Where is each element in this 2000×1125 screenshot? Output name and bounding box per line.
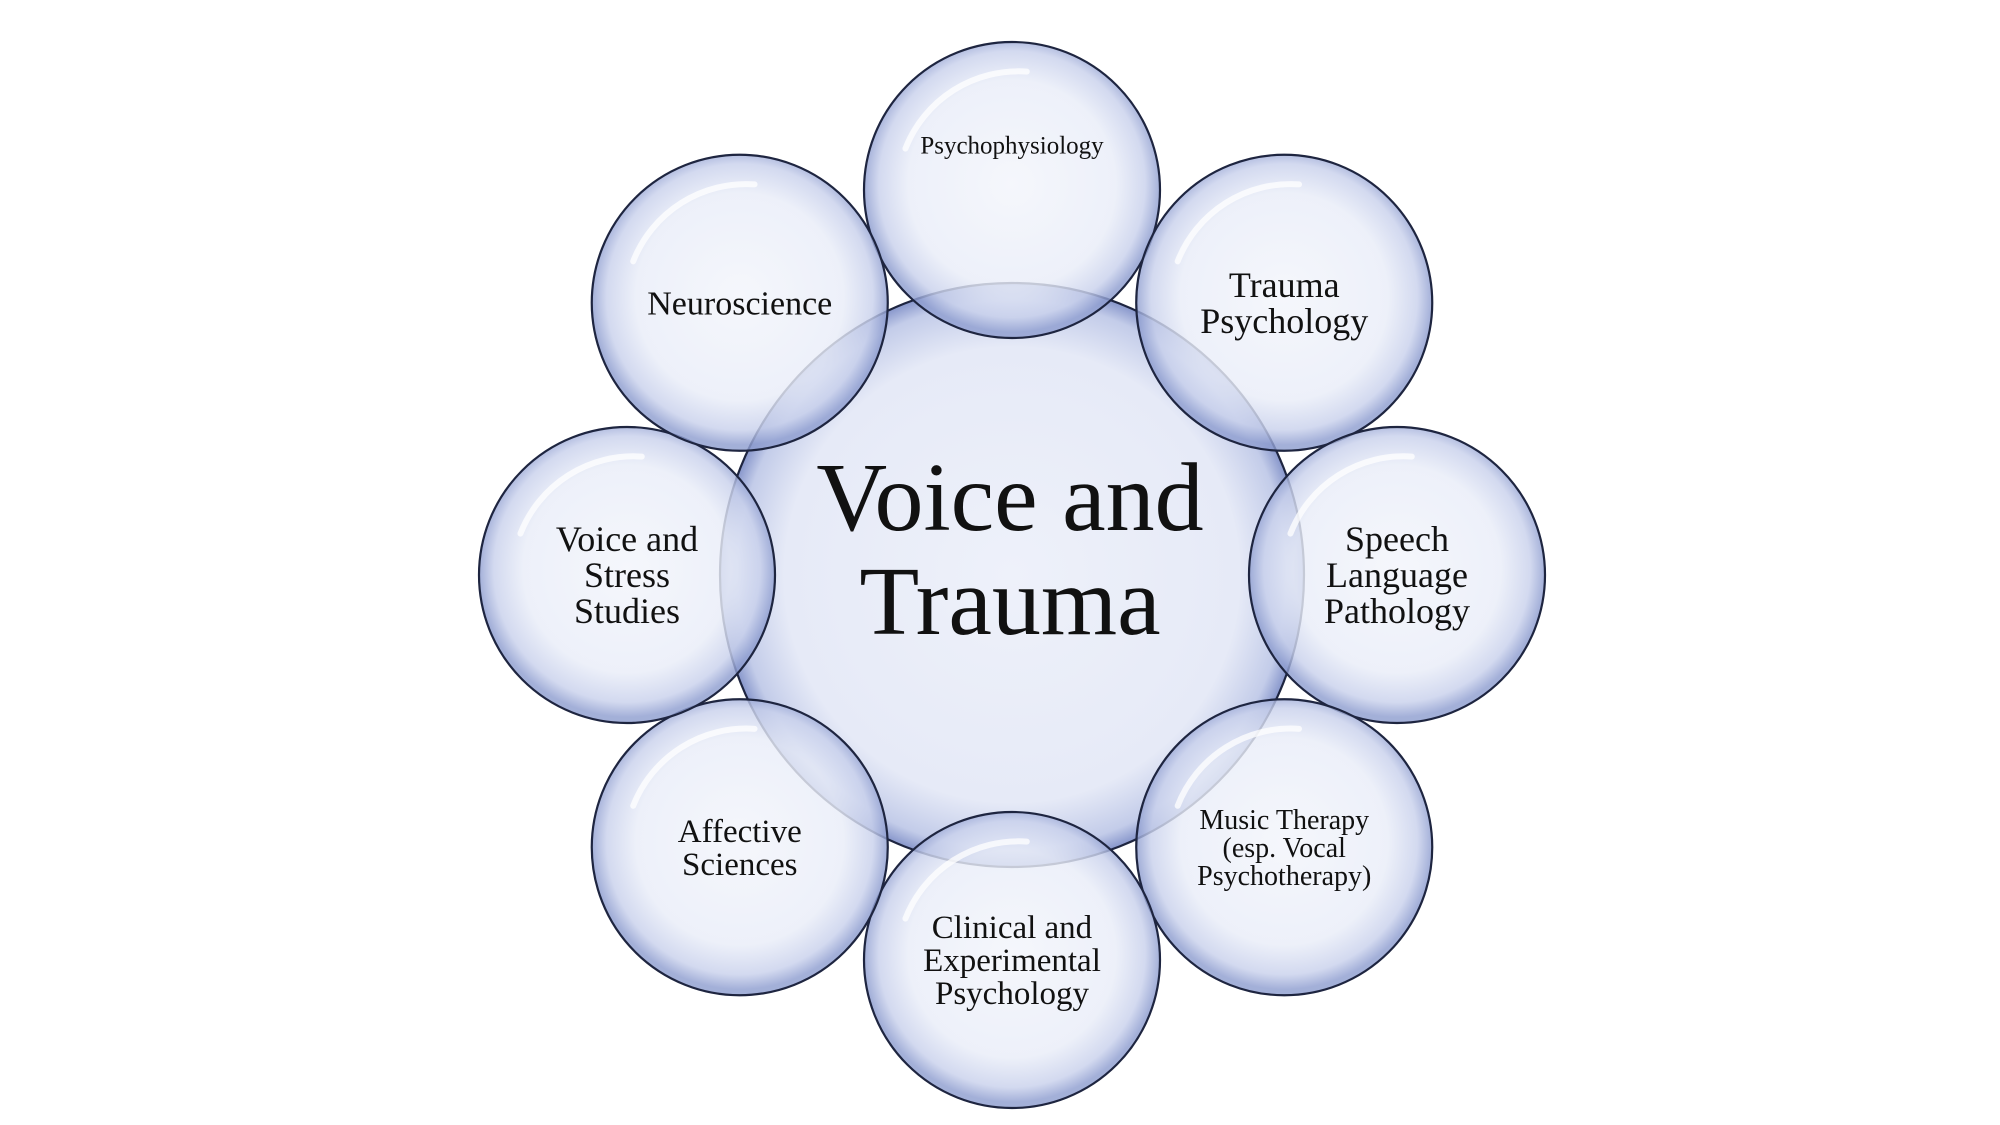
topic-label-neuroscience: Neuroscience [647,285,832,322]
topic-label-line: Clinical and [932,910,1093,946]
center-title-line: Trauma [859,548,1160,656]
topic-label-line: Psychophysiology [920,133,1104,160]
topic-bubble-speech-language-pathology [1247,425,1547,725]
topic-label-line: Music Therapy [1199,805,1369,836]
topic-label-line: Pathology [1324,591,1470,631]
topic-label-line: Sciences [682,847,797,883]
topic-circle-affective-sciences [590,698,889,997]
center-title-line: Voice and [816,444,1203,552]
bubble-highlight [902,68,1030,152]
bubble-highlight [902,838,1030,922]
topic-bubble-voice-stress-studies [477,425,777,725]
bubble-highlight [630,725,758,809]
topic-circle-neuroscience [590,153,889,452]
topic-label-line: Language [1326,555,1468,595]
topic-label-line: Voice and [556,519,698,559]
topic-label-line: Psychology [1200,301,1368,341]
topic-label-line: Affective [678,814,802,850]
topic-label-line: Experimental [923,943,1101,979]
bubble-highlight [1287,453,1415,537]
topic-label-line: Trauma [1229,265,1340,305]
topic-label-line: (esp. Vocal [1223,833,1347,864]
topic-circle-voice-stress-studies [477,425,777,725]
topic-bubble-psychophysiology [862,40,1162,340]
topic-bubble-clinical-experimental-psychology [862,810,1162,1110]
topic-label-line: Psychotherapy) [1197,861,1371,892]
topic-circle-music-therapy [1135,698,1434,997]
topic-label-line: Neuroscience [647,285,832,322]
topic-circles-group [477,40,1547,1110]
topic-circle-psychophysiology [862,40,1162,340]
topic-bubble-music-therapy [1135,698,1434,997]
topic-label-line: Stress [584,555,670,595]
topic-circle-trauma-psychology [1135,153,1434,452]
topic-bubble-neuroscience [590,153,889,452]
topic-label-line: Psychology [935,976,1090,1012]
bubble-highlight [630,181,758,265]
topic-circle-speech-language-pathology [1247,425,1547,725]
bubble-highlight [517,453,645,537]
bubble-highlight [1174,181,1303,265]
topic-label-line: Speech [1345,519,1449,559]
topic-label-line: Studies [574,591,680,631]
topic-bubble-trauma-psychology [1135,153,1434,452]
bubble-highlight [1174,725,1303,809]
topic-label-psychophysiology: Psychophysiology [920,133,1104,160]
topic-circle-clinical-experimental-psychology [862,810,1162,1110]
topic-bubble-affective-sciences [590,698,889,997]
